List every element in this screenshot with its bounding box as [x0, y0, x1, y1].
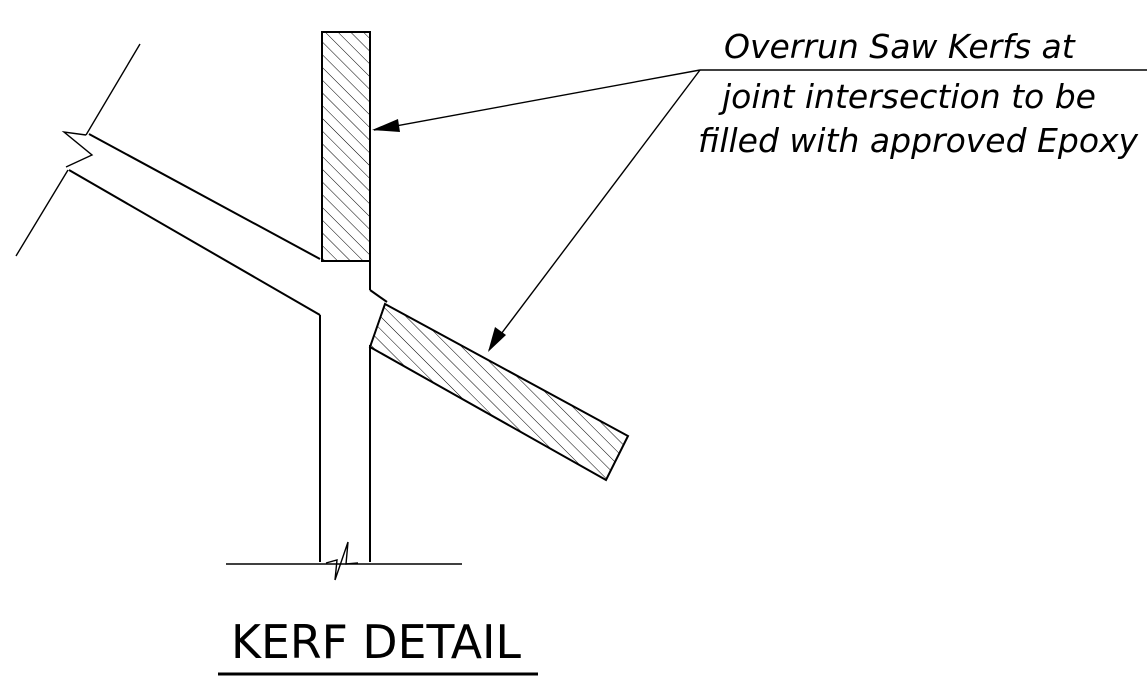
kerf-vertical-outline: [321, 31, 371, 262]
leader-line-upper: [373, 69, 701, 131]
diagonal-joint-lower-edge: [68, 169, 321, 316]
arrowhead-upper: [372, 119, 400, 132]
leader-line-lower: [488, 69, 701, 351]
break-line-diagonal: [85, 43, 141, 136]
right-joint-upper-edge: [369, 289, 388, 303]
kerf-vertical: [321, 31, 371, 262]
break-symbol-vertical: [325, 541, 359, 581]
note-line-2: joint intersection to be: [718, 77, 1096, 116]
arrowhead-lower: [488, 327, 506, 352]
break-line-diagonal-lower: [15, 169, 69, 257]
detail-title: KERF DETAIL: [231, 615, 521, 669]
leader: [372, 69, 1147, 352]
break-symbol-diagonal: [61, 130, 94, 168]
vertical-joint: [226, 262, 462, 581]
diagonal-joint-upper-edge: [88, 133, 321, 260]
kerf-diagonal: [368, 302, 630, 482]
note-line-1: Overrun Saw Kerfs at: [724, 27, 1076, 66]
diagonal-joint: [15, 43, 321, 316]
kerf-diagonal-outline: [368, 302, 630, 482]
note-line-3: filled with approved Epoxy: [698, 121, 1139, 160]
